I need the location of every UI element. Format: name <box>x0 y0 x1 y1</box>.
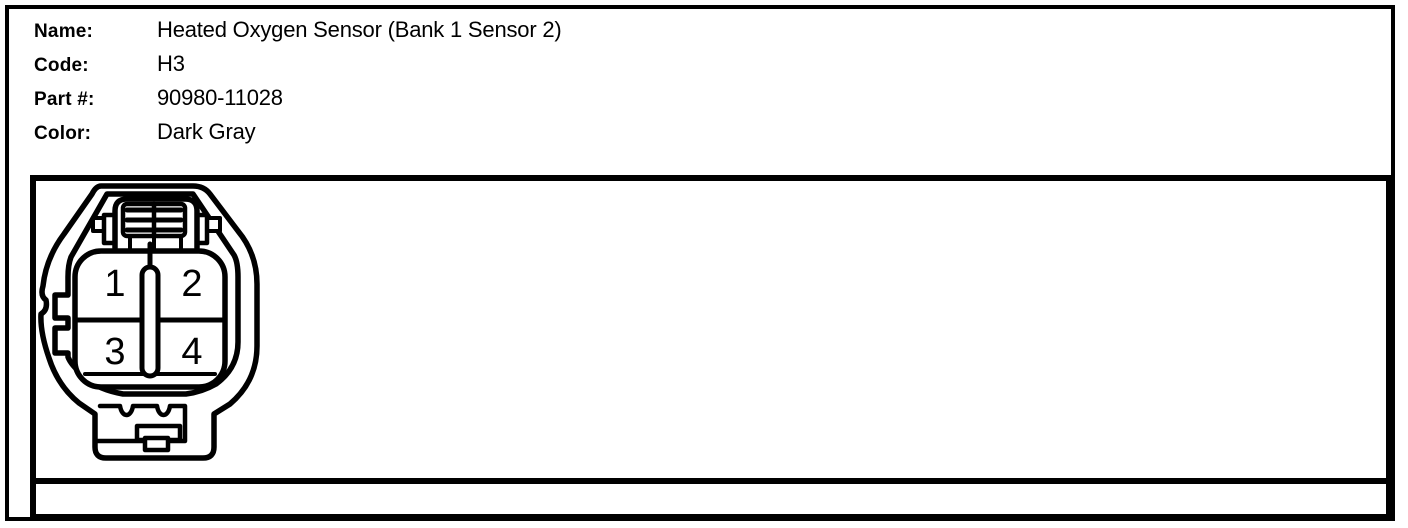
latch-base-ticks <box>128 234 183 251</box>
connector-pinout-diagram: 1 2 3 4 <box>38 183 260 461</box>
info-row-name: Name: Heated Oxygen Sensor (Bank 1 Senso… <box>34 13 934 47</box>
footer-strip <box>30 484 1392 520</box>
code-value: H3 <box>157 51 185 76</box>
name-value: Heated Oxygen Sensor (Bank 1 Sensor 2) <box>157 17 562 42</box>
pin-1-label: 1 <box>104 263 125 305</box>
pin-3-label: 3 <box>104 331 125 373</box>
center-key-slot <box>139 264 161 379</box>
info-row-part-number: Part #: 90980-11028 <box>34 81 934 115</box>
pin-2-label: 2 <box>181 263 202 305</box>
part-number-label: Part #: <box>34 89 95 110</box>
pin-4-label: 4 <box>181 331 202 373</box>
part-number-value: 90980-11028 <box>157 85 283 110</box>
code-label: Code: <box>34 55 89 76</box>
color-label: Color: <box>34 123 92 144</box>
info-row-color: Color: Dark Gray <box>34 115 934 149</box>
connector-info-panel: Name: Heated Oxygen Sensor (Bank 1 Senso… <box>34 13 934 149</box>
rear-housing-scallop-edge <box>97 403 188 443</box>
name-label: Name: <box>34 21 94 42</box>
color-value: Dark Gray <box>157 119 256 144</box>
info-row-code: Code: H3 <box>34 47 934 81</box>
bottom-lock-tab-inner <box>142 435 171 453</box>
